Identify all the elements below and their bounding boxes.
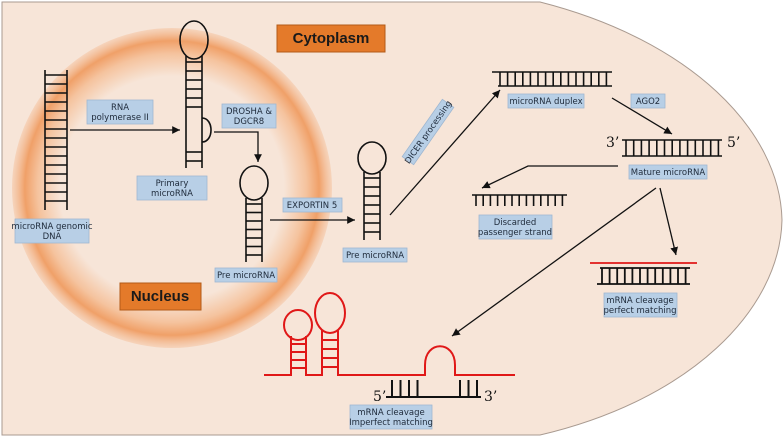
svg-text:Primary: Primary [156, 179, 189, 189]
discarded-strand-label: Discarded passenger strand [478, 214, 553, 240]
svg-text:mRNA cleavage: mRNA cleavage [357, 408, 424, 418]
svg-text:mRNA cleavage: mRNA cleavage [606, 296, 673, 306]
perfect-matching-label: mRNA cleavage perfect matching [603, 292, 678, 318]
svg-text:passenger strand: passenger strand [478, 228, 552, 238]
svg-text:polymerase II: polymerase II [91, 113, 149, 123]
imperfect-match-mrna [264, 292, 515, 398]
discarded-passenger-strand [472, 194, 567, 206]
svg-text:microRNA: microRNA [151, 189, 193, 199]
svg-text:Pre microRNA: Pre microRNA [346, 251, 404, 261]
svg-text:Imperfect matching: Imperfect matching [349, 418, 433, 428]
pre-microrna-nucleus-hairpin [239, 165, 269, 262]
mature-microrna [622, 139, 722, 157]
duplex-label: microRNA duplex [507, 93, 585, 109]
pre-microrna-nucleus-label: Pre microRNA [214, 267, 278, 283]
genomic-dna-label: microRNA genomic DNA [11, 218, 93, 244]
svg-text:Pre microRNA: Pre microRNA [217, 271, 275, 281]
svg-text:Discarded: Discarded [494, 218, 537, 228]
arrow-imperfect [451, 187, 657, 337]
cytoplasm-label-box: Cytoplasm [276, 24, 386, 53]
arrow-ago2 [611, 97, 673, 135]
imperfect-matching-label: mRNA cleavage Imperfect matching [349, 404, 433, 430]
svg-text:DNA: DNA [43, 232, 62, 242]
svg-text:Cytoplasm: Cytoplasm [293, 30, 370, 47]
genomic-dna-ladder [44, 70, 68, 210]
ago2-label: AGO2 [630, 93, 666, 109]
arrow-perfect [659, 187, 678, 256]
svg-text:microRNA genomic: microRNA genomic [11, 222, 92, 232]
svg-text:RNA: RNA [111, 103, 129, 113]
svg-text:DROSHA &: DROSHA & [226, 107, 272, 117]
primary-microrna-hairpin [179, 20, 212, 168]
svg-text:microRNA duplex: microRNA duplex [509, 97, 582, 107]
svg-text:AGO2: AGO2 [636, 97, 660, 107]
arrow-drosha [214, 131, 262, 162]
mrna-3-prime: 3’ [484, 389, 497, 405]
mrna-5-prime: 5’ [373, 389, 386, 405]
svg-text:EXPORTIN 5: EXPORTIN 5 [287, 201, 337, 211]
mature-5-prime: 5’ [727, 135, 740, 151]
rna-polymerase-label: RNA polymerase II [86, 99, 154, 125]
svg-text:perfect matching: perfect matching [603, 306, 676, 316]
exportin-label: EXPORTIN 5 [282, 197, 343, 213]
mature-3-prime: 3’ [606, 135, 619, 151]
arrow-dicer [389, 89, 501, 216]
arrow-discard [481, 165, 618, 189]
drosha-dgcr8-label: DROSHA & DGCR8 [221, 103, 277, 129]
microrna-duplex [492, 71, 612, 87]
primary-microrna-label: Primary microRNA [136, 175, 208, 201]
svg-text:Nucleus: Nucleus [131, 288, 189, 305]
svg-text:DGCR8: DGCR8 [234, 117, 264, 127]
nucleus-label-box: Nucleus [119, 282, 202, 311]
pre-microrna-cytoplasm-hairpin [357, 141, 387, 240]
perfect-match-mrna [590, 262, 697, 285]
mature-microrna-label: Mature microRNA [628, 164, 708, 180]
svg-text:Mature microRNA: Mature microRNA [631, 168, 706, 178]
pathway-arrows [70, 89, 678, 337]
pre-microrna-cytoplasm-label: Pre microRNA [342, 247, 408, 263]
